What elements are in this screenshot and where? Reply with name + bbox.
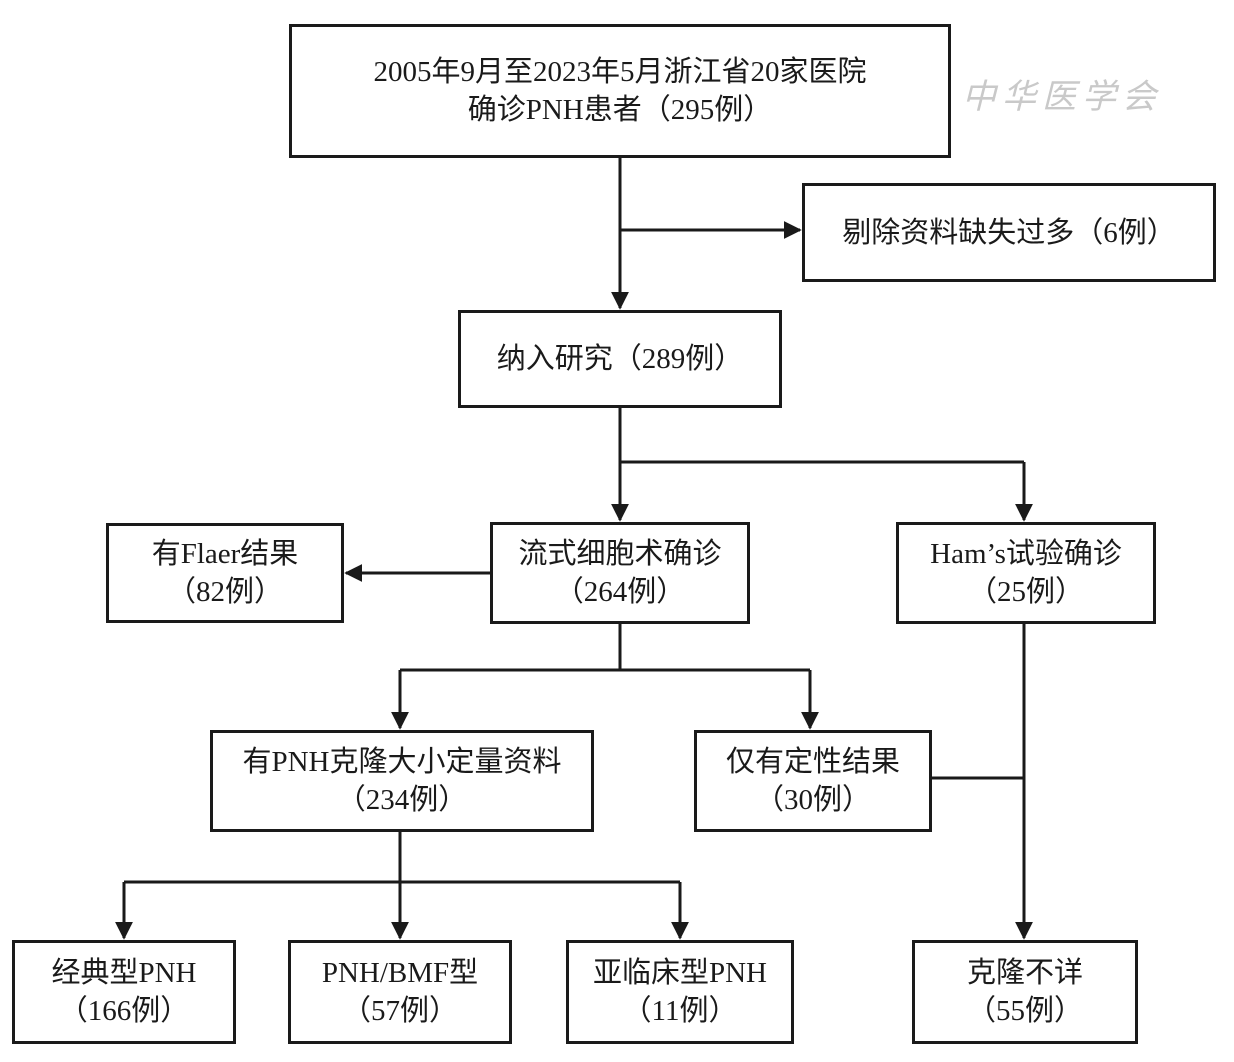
node-ham-line2: （25例） <box>967 576 1084 608</box>
node-unknown-line2: （55例） <box>966 995 1083 1027</box>
node-quant-line1: 有PNH克隆大小定量资料 <box>242 746 562 778</box>
node-quant-line2: （234例） <box>336 784 468 816</box>
node-included-line1: 纳入研究（289例） <box>496 343 744 375</box>
node-flaer: 有Flaer结果 （82例） <box>106 523 344 623</box>
node-excluded-line1: 剔除资料缺失过多（6例） <box>842 216 1176 249</box>
node-source-line2: 确诊PNH患者（295例） <box>467 94 773 126</box>
node-classic-line1: 经典型PNH <box>51 957 197 989</box>
node-excluded: 剔除资料缺失过多（6例） <box>802 183 1216 282</box>
node-subclinical-line2: （11例） <box>622 995 738 1027</box>
node-flow-line1: 流式细胞术确诊 <box>518 538 722 570</box>
node-flaer-line1: 有Flaer结果 <box>151 538 299 570</box>
node-flaer-line2: （82例） <box>166 576 283 608</box>
node-qual: 仅有定性结果 （30例） <box>694 730 932 832</box>
node-source: 2005年9月至2023年5月浙江省20家医院 确诊PNH患者（295例） <box>289 24 951 158</box>
node-subclinical: 亚临床型PNH （11例） <box>566 940 794 1044</box>
node-ham-line1: Ham’s试验确诊 <box>930 538 1122 570</box>
node-ham: Ham’s试验确诊 （25例） <box>896 522 1156 624</box>
node-qual-line1: 仅有定性结果 <box>725 746 900 778</box>
node-bmf: PNH/BMF型 （57例） <box>288 940 512 1044</box>
node-classic-line2: （166例） <box>58 995 190 1027</box>
node-qual-line2: （30例） <box>754 784 871 816</box>
node-flow: 流式细胞术确诊 （264例） <box>490 522 750 624</box>
node-unknown-line1: 克隆不详 <box>966 957 1083 989</box>
node-bmf-line1: PNH/BMF型 <box>321 957 479 989</box>
node-unknown: 克隆不详 （55例） <box>912 940 1138 1044</box>
node-classic: 经典型PNH （166例） <box>12 940 236 1044</box>
node-included: 纳入研究（289例） <box>458 310 782 408</box>
node-subclinical-line1: 亚临床型PNH <box>592 957 767 989</box>
node-quant: 有PNH克隆大小定量资料 （234例） <box>210 730 594 832</box>
watermark-text: 中华医学会 <box>962 76 1162 117</box>
node-flow-line2: （264例） <box>554 576 686 608</box>
node-bmf-line2: （57例） <box>341 995 458 1027</box>
node-source-line1: 2005年9月至2023年5月浙江省20家医院 <box>373 56 867 88</box>
